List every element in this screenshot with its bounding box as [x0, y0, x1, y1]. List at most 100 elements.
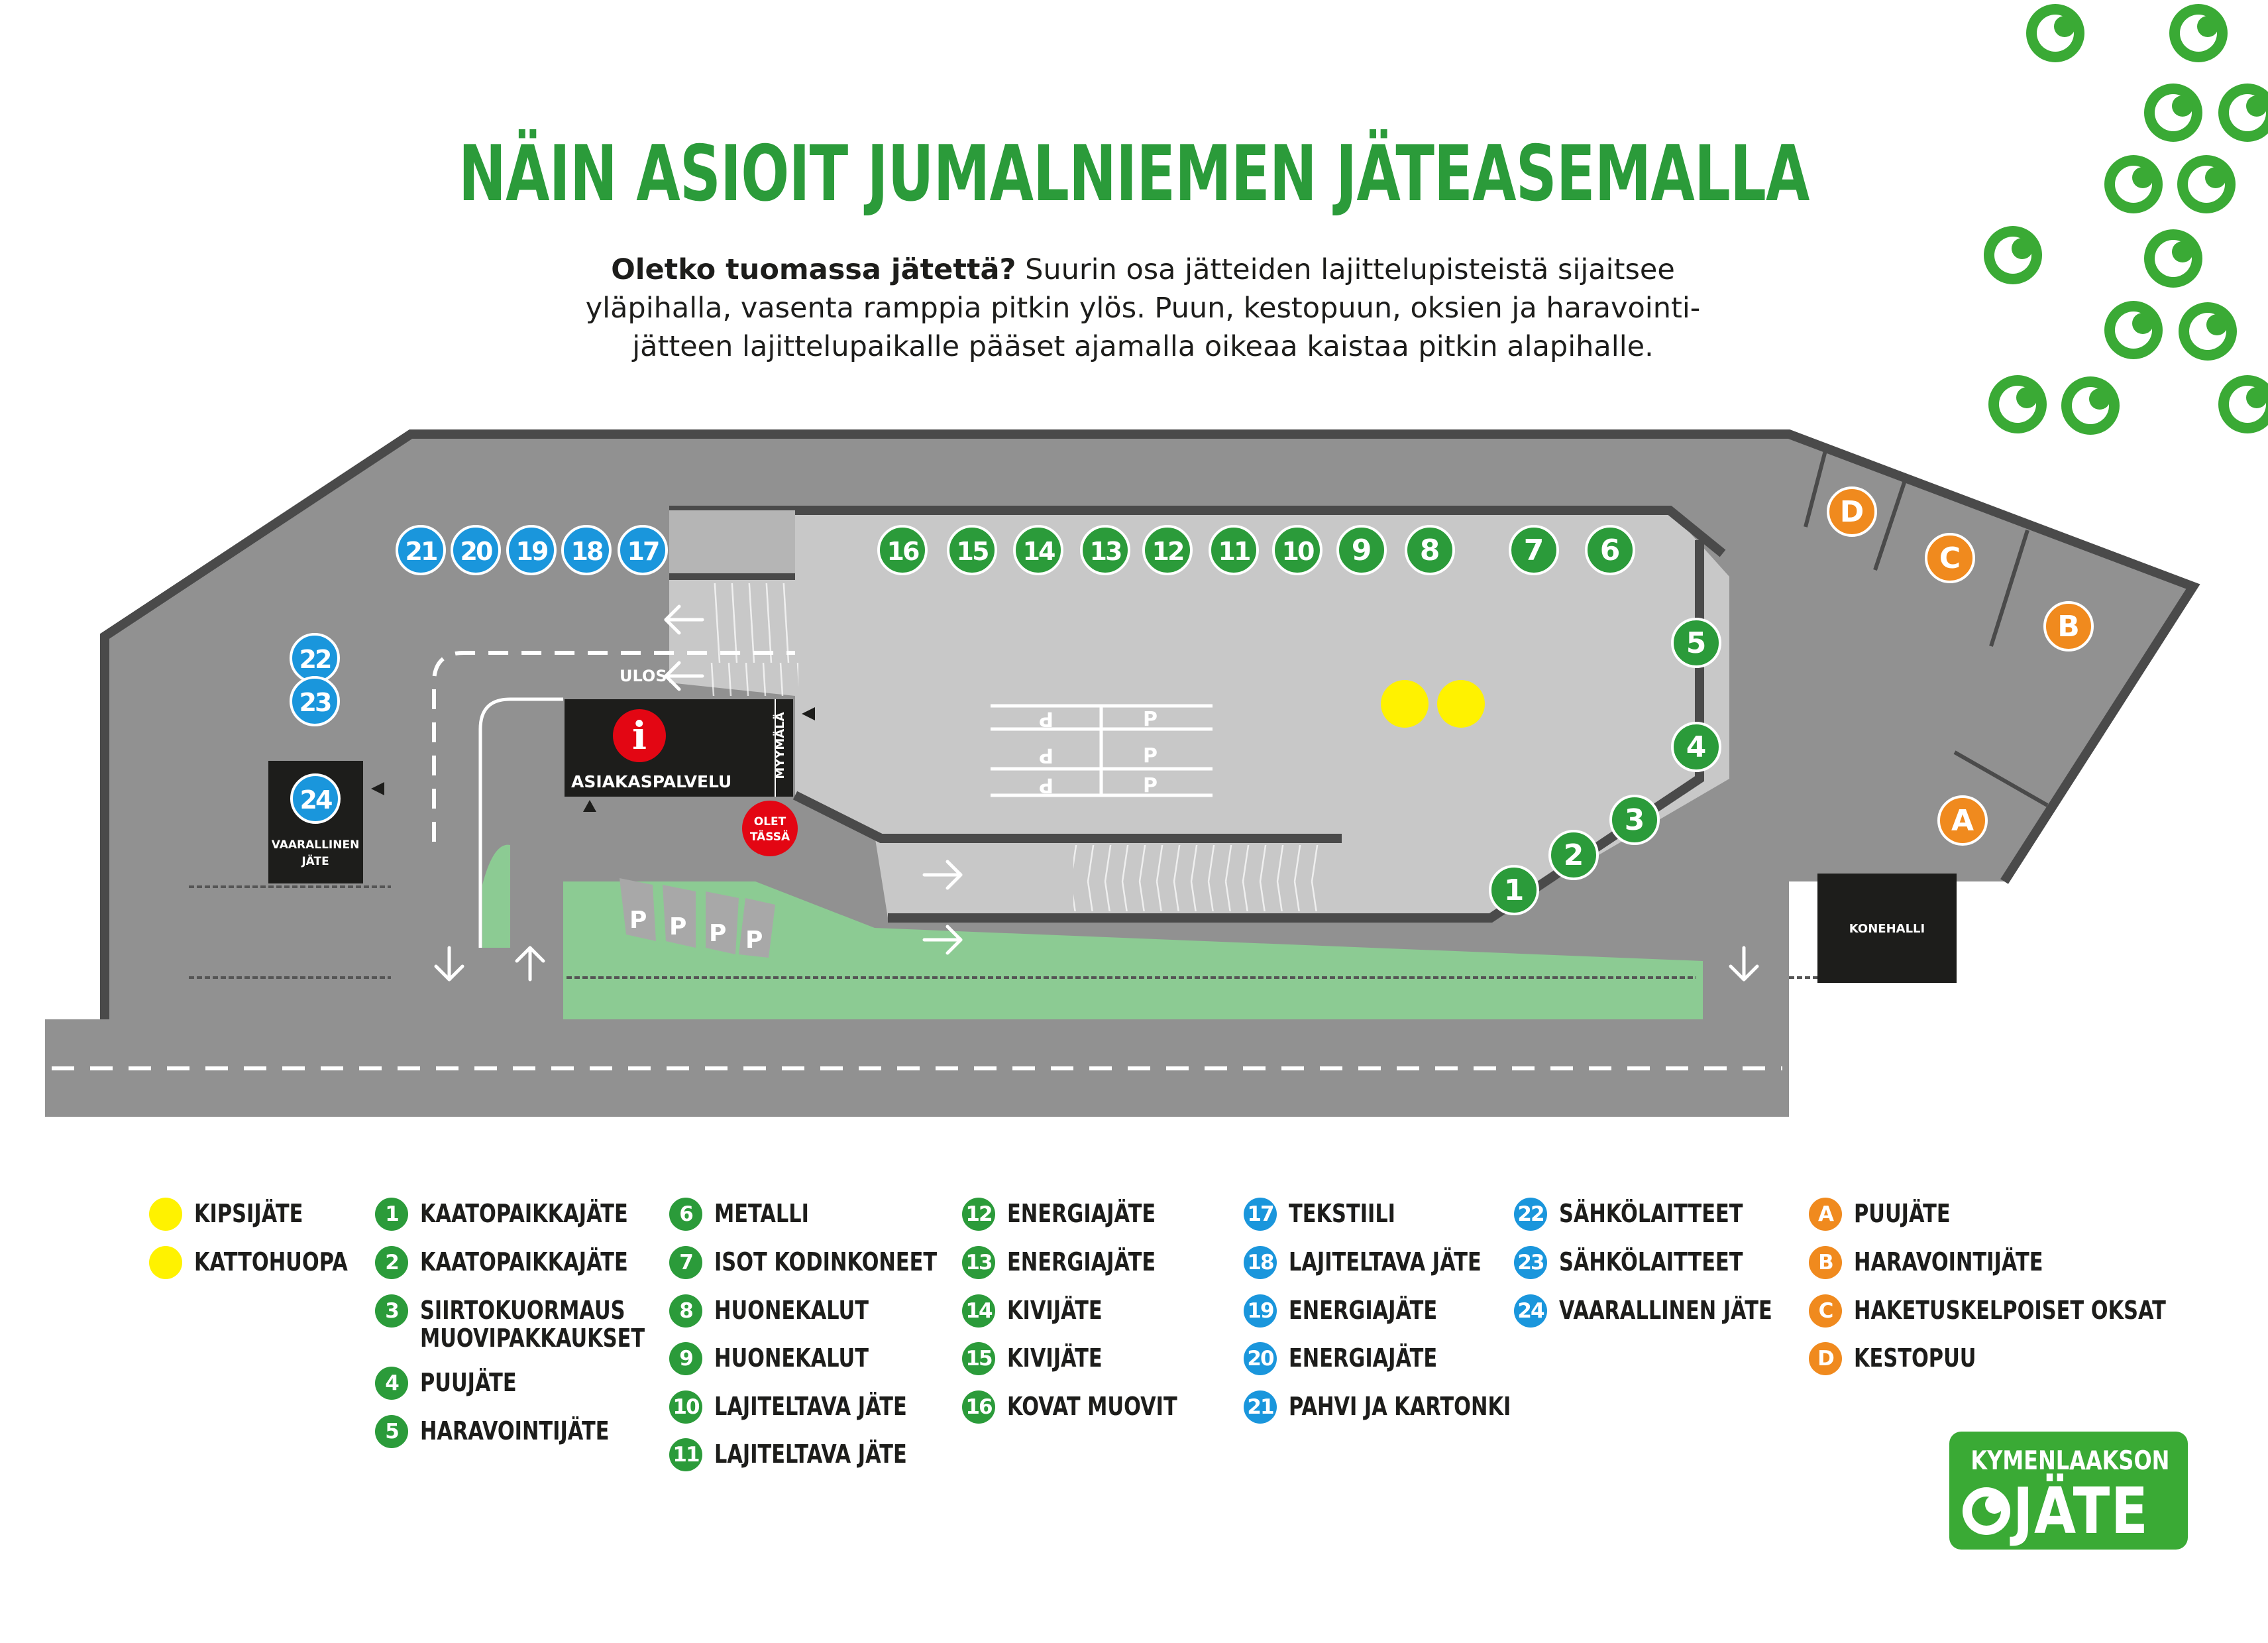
machine-hall-label: KONEHALLI — [1849, 922, 1925, 936]
svg-text:3: 3 — [1625, 803, 1645, 837]
map-point-8: 8 — [1405, 525, 1455, 575]
map-point-15: 15 — [947, 525, 997, 575]
svg-text:18: 18 — [571, 537, 603, 566]
svg-text:VAARALLINEN: VAARALLINEN — [272, 838, 360, 852]
kipsi-spot — [1381, 680, 1429, 728]
svg-text:C: C — [1939, 541, 1961, 575]
parking-sign: P — [745, 927, 763, 954]
svg-text:24: 24 — [300, 785, 332, 815]
map-point-16: 16 — [877, 525, 928, 575]
map-point-2: 2 — [1548, 830, 1599, 880]
svg-text:D: D — [1840, 495, 1864, 529]
svg-text:15: 15 — [957, 537, 988, 566]
map-point-21: 21 — [396, 525, 446, 575]
map-point-24: 24 — [290, 773, 341, 824]
parking-sign: P — [1039, 707, 1053, 730]
map-point-10: 10 — [1272, 525, 1323, 575]
map-point-14: 14 — [1013, 525, 1063, 575]
yellow-dot-icon — [149, 1246, 182, 1279]
map-point-18: 18 — [561, 525, 612, 575]
svg-text:B: B — [2057, 610, 2080, 644]
map-point-23: 23 — [290, 676, 340, 726]
svg-text:22: 22 — [299, 645, 331, 674]
exit-label: ULOS — [620, 667, 667, 685]
legend-item: KIPSIJÄTE — [149, 1198, 330, 1231]
svg-text:6: 6 — [1600, 534, 1621, 567]
arrow-down-icon — [1729, 946, 1759, 982]
parking-sign: P — [1143, 744, 1158, 767]
parking-sign: P — [709, 920, 726, 947]
intro-text: Oletko tuomassa jätettä? Suurin osa jätt… — [585, 253, 1701, 363]
svg-text:5: 5 — [1686, 626, 1707, 660]
map-point-17: 17 — [618, 525, 668, 575]
arrow-left-icon — [664, 604, 704, 635]
svg-text:JÄTE: JÄTE — [301, 854, 329, 868]
svg-text:11: 11 — [1218, 537, 1250, 566]
fence — [189, 885, 1819, 979]
kattohuopa-spot — [1437, 680, 1485, 728]
info-icon — [613, 709, 666, 762]
map-point-13: 13 — [1080, 525, 1130, 575]
svg-text:OLET: OLET — [754, 815, 786, 828]
svg-text:14: 14 — [1023, 537, 1055, 566]
leaf-logo-icon — [1963, 1487, 2010, 1535]
parking-sign: P — [1143, 774, 1158, 797]
lawn — [563, 881, 1703, 1019]
map-point-6: 6 — [1585, 525, 1635, 575]
svg-text:12: 12 — [1152, 537, 1183, 566]
customer-service-building — [565, 699, 793, 797]
map-point-20: 20 — [451, 525, 501, 575]
map-point-1: 1 — [1489, 865, 1539, 915]
svg-text:7: 7 — [1524, 534, 1544, 567]
svg-text:17: 17 — [627, 537, 659, 566]
svg-text:13: 13 — [1090, 537, 1121, 566]
map-point-4: 4 — [1671, 722, 1721, 772]
parking-sign: P — [629, 907, 647, 934]
yellow-dot-icon — [149, 1198, 182, 1231]
map-point-3: 3 — [1609, 795, 1660, 845]
map-point-11: 11 — [1209, 525, 1259, 575]
svg-text:8: 8 — [1420, 534, 1440, 567]
legend-item: KATTOHUOPA — [149, 1246, 386, 1279]
map-point-7: 7 — [1509, 525, 1559, 575]
arrow-right-icon — [922, 925, 963, 955]
machine-hall-building — [1817, 874, 1957, 983]
svg-text:23: 23 — [299, 688, 331, 717]
svg-text:2: 2 — [1564, 838, 1584, 872]
map-point-c: C — [1925, 533, 1975, 583]
shop-label: MYYMÄLÄ — [773, 712, 787, 779]
map-point-b: B — [2043, 601, 2094, 652]
svg-text:20: 20 — [460, 537, 492, 566]
svg-text:A: A — [1951, 804, 1974, 838]
svg-text:1: 1 — [1504, 874, 1525, 907]
map-markers: 123456789101112131415161718192021222324A… — [290, 486, 2094, 915]
svg-text:i: i — [632, 713, 647, 758]
svg-text:9: 9 — [1352, 534, 1372, 567]
upper-yard — [669, 510, 1729, 918]
arrow-up-icon — [515, 946, 545, 982]
